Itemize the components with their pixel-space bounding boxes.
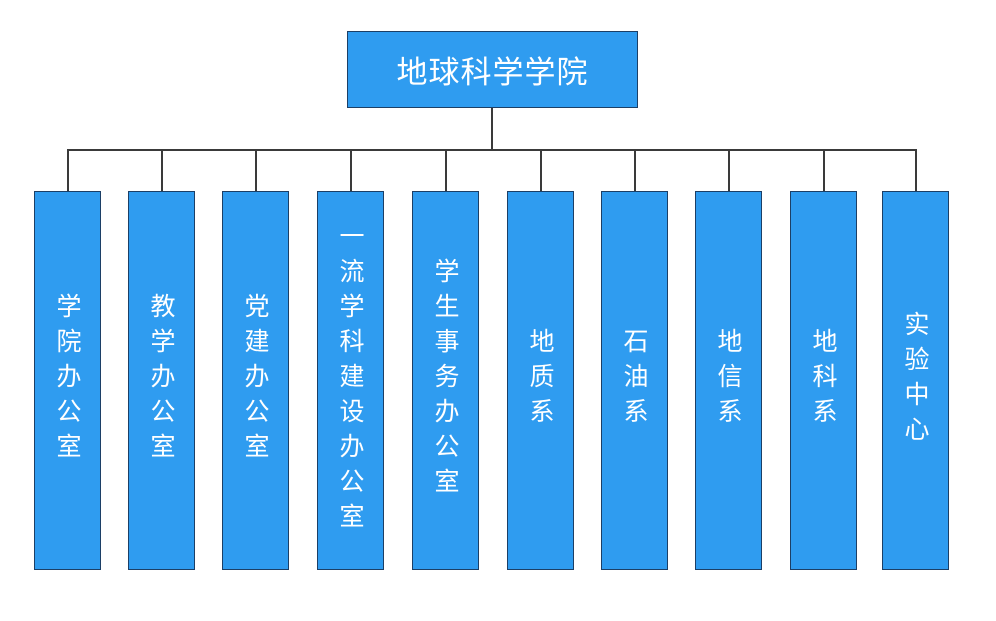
child-node-label: 地信系 bbox=[714, 328, 743, 433]
child-node-discipline-office: 一流学科建设办公室 bbox=[317, 191, 384, 570]
child-node-label: 一流学科建设办公室 bbox=[336, 223, 365, 538]
root-node: 地球科学学院 bbox=[347, 31, 638, 108]
root-node-label: 地球科学学院 bbox=[396, 55, 589, 91]
child-node-label: 教学办公室 bbox=[147, 293, 176, 468]
child-node-student-affairs-office: 学生事务办公室 bbox=[412, 191, 479, 570]
child-drop-connector bbox=[634, 149, 636, 191]
child-drop-connector bbox=[255, 149, 257, 191]
child-node-label: 学生事务办公室 bbox=[431, 258, 460, 503]
child-drop-connector bbox=[915, 149, 917, 191]
child-node-label: 实验中心 bbox=[901, 310, 930, 451]
child-node-geoscience-dept: 地科系 bbox=[790, 191, 857, 570]
child-drop-connector bbox=[161, 149, 163, 191]
child-node-geoinfo-dept: 地信系 bbox=[695, 191, 762, 570]
horizontal-bus-connector bbox=[67, 149, 916, 151]
child-node-college-office: 学院办公室 bbox=[34, 191, 101, 570]
child-node-petroleum-dept: 石油系 bbox=[601, 191, 668, 570]
child-node-lab-center: 实验中心 bbox=[882, 191, 949, 570]
child-drop-connector bbox=[445, 149, 447, 191]
child-node-teaching-office: 教学办公室 bbox=[128, 191, 195, 570]
child-node-label: 石油系 bbox=[620, 328, 649, 433]
child-node-label: 地科系 bbox=[809, 328, 838, 433]
child-drop-connector bbox=[67, 149, 69, 191]
child-drop-connector bbox=[823, 149, 825, 191]
root-stem-connector bbox=[491, 108, 493, 149]
child-drop-connector bbox=[540, 149, 542, 191]
child-drop-connector bbox=[350, 149, 352, 191]
child-node-label: 党建办公室 bbox=[241, 293, 270, 468]
child-drop-connector bbox=[728, 149, 730, 191]
child-node-label: 学院办公室 bbox=[53, 293, 82, 468]
child-node-geology-dept: 地质系 bbox=[507, 191, 574, 570]
child-node-party-office: 党建办公室 bbox=[222, 191, 289, 570]
child-node-label: 地质系 bbox=[526, 328, 555, 433]
